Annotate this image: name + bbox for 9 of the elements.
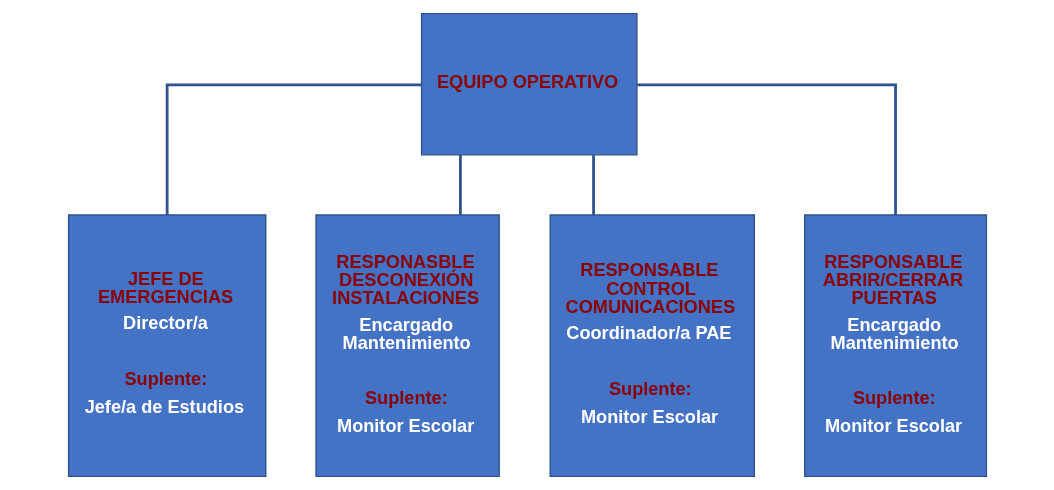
node-box: EQUIPO OPERATIVO [420,12,638,156]
connector [591,154,595,215]
connector [165,83,422,215]
connector [458,154,462,215]
node-box: JEFE DE EMERGENCIAS Director/a Suplente: Jefe/a de Estudios [67,214,266,478]
connector [636,83,897,215]
node-box: RESPONASBLE DESCONEXIÓN INSTALACIONES Encargado Mantenimiento Suplente: Monitor Escolar [314,214,500,478]
node-box: RESPONSABLE CONTROL COMUNICACIONES Coordinador/a PAE Suplente: Monitor Escolar [549,214,755,478]
node-box: RESPONSABLE ABRIR/CERRAR PUERTAS Encargado Mantenimiento Suplente: Monitor Escolar [803,214,987,478]
